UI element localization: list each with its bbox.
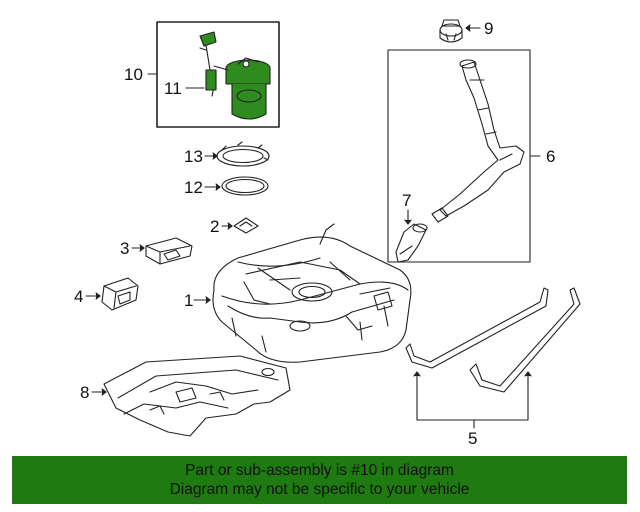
callout-3: 3 [120, 239, 129, 258]
fuel-tank-part-1[interactable] [212, 223, 412, 363]
banner-line-1: Part or sub-assembly is #10 in diagram [185, 462, 454, 479]
info-banner: Part or sub-assembly is #10 in diagram D… [12, 456, 627, 504]
seal-ring-part-12[interactable] [221, 176, 269, 196]
banner-line-2: Diagram may not be specific to your vehi… [169, 481, 470, 498]
callout-10: 10 [124, 65, 143, 84]
leader-5 [416, 371, 529, 421]
filler-cap-part-9[interactable] [439, 19, 463, 43]
callout-6: 6 [546, 147, 555, 166]
tank-strap-left-part-5[interactable] [405, 287, 549, 369]
callout-13: 13 [184, 147, 203, 166]
filler-pipe-part-6[interactable] [431, 59, 525, 223]
clip-part-2[interactable] [233, 217, 259, 234]
callout-11: 11 [164, 79, 182, 98]
callout-1: 1 [184, 291, 193, 310]
callout-7: 7 [402, 191, 411, 210]
callout-5: 5 [468, 429, 477, 448]
hose-part-7[interactable] [395, 223, 428, 263]
lock-ring-part-13[interactable] [216, 141, 270, 167]
bracket-part-3[interactable] [145, 237, 193, 265]
parts-diagram: 10 11 13 12 2 3 4 1 8 9 6 7 5 [74, 19, 581, 448]
callout-2: 2 [210, 217, 219, 236]
callout-9: 9 [484, 19, 493, 38]
callout-12: 12 [184, 178, 203, 197]
callout-8: 8 [80, 383, 89, 402]
tank-strap-right-part-5[interactable] [469, 287, 581, 393]
bracket-part-4[interactable] [101, 277, 139, 311]
heat-shield-part-8[interactable] [103, 355, 291, 437]
callout-4: 4 [74, 287, 83, 306]
fuel-pump-module-part-10[interactable] [199, 31, 271, 120]
